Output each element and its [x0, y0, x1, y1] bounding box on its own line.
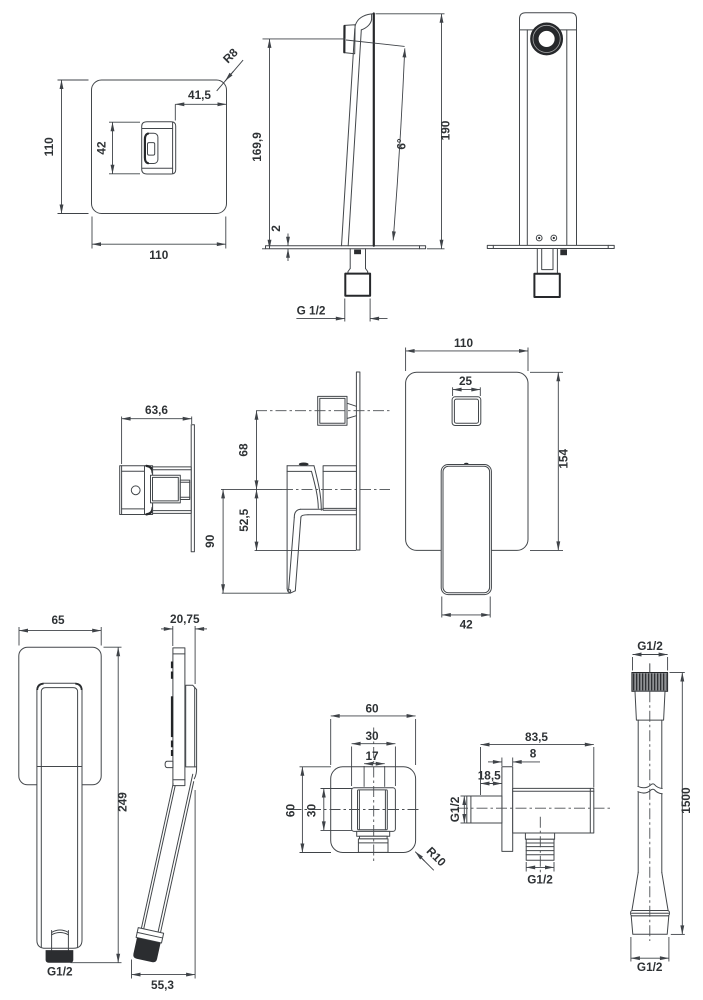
handshower-thread-connector	[45, 950, 74, 963]
dim-mixer-button-width: 25	[459, 374, 473, 388]
mixer-wall-plate-edge	[355, 371, 361, 551]
dim-mixer-plate-width: 110	[454, 336, 473, 350]
dim-spout-angle: 6°	[395, 138, 409, 150]
view-spout-side: 169,9 2 6° 190 G 1/2	[250, 12, 453, 322]
spout-front-inlet-nut	[533, 272, 561, 299]
dim-spout-total-height: 190	[439, 120, 453, 140]
dim-mixer-handle-length: 90	[203, 534, 217, 548]
view-hose: G1/2 1500 G1/2	[630, 639, 693, 974]
dim-elbow-inlet-thread: G1/2	[448, 796, 462, 822]
dim-spout-thread: G 1/2	[297, 304, 326, 318]
dim-spout-offset: 41,5	[188, 88, 211, 102]
spout-top-body	[141, 121, 177, 175]
view-elbow-front: 60 30 17 60 30 R10	[283, 701, 450, 871]
elbow-inlet-nipple	[466, 795, 503, 824]
dim-mixer-handle-width: 42	[460, 618, 474, 632]
dim-elbow-fitting-width: 30	[365, 729, 379, 743]
dim-elbow-inlet-depth: 18,5	[478, 768, 501, 782]
view-mixer-front: 110 25 154 42	[405, 336, 570, 632]
dim-elbow-total-depth: 83,5	[525, 730, 548, 744]
mixer-front-handle	[440, 464, 492, 596]
dim-spout-top-width: 110	[149, 248, 168, 262]
dim-handshower-length: 249	[116, 792, 130, 812]
dim-elbow-plate-height: 60	[283, 804, 297, 818]
dim-elbow-plate-width: 60	[365, 701, 379, 715]
view-mixer-side: 68 52,5 90	[203, 371, 390, 594]
view-handshower-front: 65 249 G1/2	[18, 613, 130, 979]
dim-elbow-plate-thickness: 8	[530, 747, 537, 761]
dim-spout-outlet-height: 169,9	[250, 132, 264, 162]
dim-hose-top-thread: G1/2	[637, 639, 663, 653]
spout-front-base-plate	[486, 244, 615, 249]
dim-elbow-outlet-thread: G1/2	[527, 872, 553, 886]
dim-handshower-thread: G1/2	[47, 965, 73, 979]
dim-hose-length: 1500	[679, 787, 693, 814]
dim-mixer-depth: 63,6	[145, 403, 168, 417]
dim-mixer-axis-spacing: 68	[237, 443, 251, 457]
dim-handshower-head-depth: 20,75	[170, 612, 200, 626]
mixer-diverter-button	[451, 396, 482, 426]
view-mixer-side-small: 63,6	[119, 403, 195, 553]
dim-handshower-bottom-offset: 55,3	[151, 978, 174, 992]
elbow-side-body	[512, 787, 595, 834]
spout-front-outlet-ring	[530, 22, 563, 55]
handshower-handle-front	[36, 682, 83, 949]
dim-elbow-corner-radius: R10	[424, 844, 450, 870]
dim-hose-bottom-thread: G1/2	[637, 960, 663, 974]
view-spout-top: 110 110 41,5 42 R8	[42, 45, 244, 262]
spout-side-inlet-nut	[344, 272, 372, 297]
spout-side-base-plate	[265, 245, 427, 250]
dim-spout-width: 42	[95, 141, 109, 155]
mixer-handle-knob-side	[119, 465, 154, 515]
view-elbow-side: 83,5 8 18,5 G1/2 G1/2	[448, 730, 613, 886]
dim-mixer-handle-drop: 52,5	[237, 508, 251, 531]
view-handshower-side: 20,75 55,3	[131, 612, 207, 992]
hose-bottom-fitting	[630, 915, 670, 935]
dim-elbow-fitting-height: 30	[305, 804, 319, 818]
elbow-side-plate	[501, 766, 514, 852]
spout-front-column	[519, 12, 577, 246]
handshower-handle-side	[133, 773, 195, 963]
handshower-head-side	[172, 647, 186, 787]
dim-handshower-head-width: 65	[51, 613, 65, 627]
dim-mixer-plate-height: 154	[556, 449, 570, 469]
dim-spout-plate-thickness: 2	[269, 225, 283, 232]
dim-spout-top-height: 110	[42, 137, 56, 156]
mixer-valve-body-side	[322, 465, 357, 511]
view-spout-front	[486, 12, 615, 299]
dim-elbow-inner-width: 17	[365, 749, 379, 763]
dim-spout-corner-radius: R8	[220, 45, 241, 66]
